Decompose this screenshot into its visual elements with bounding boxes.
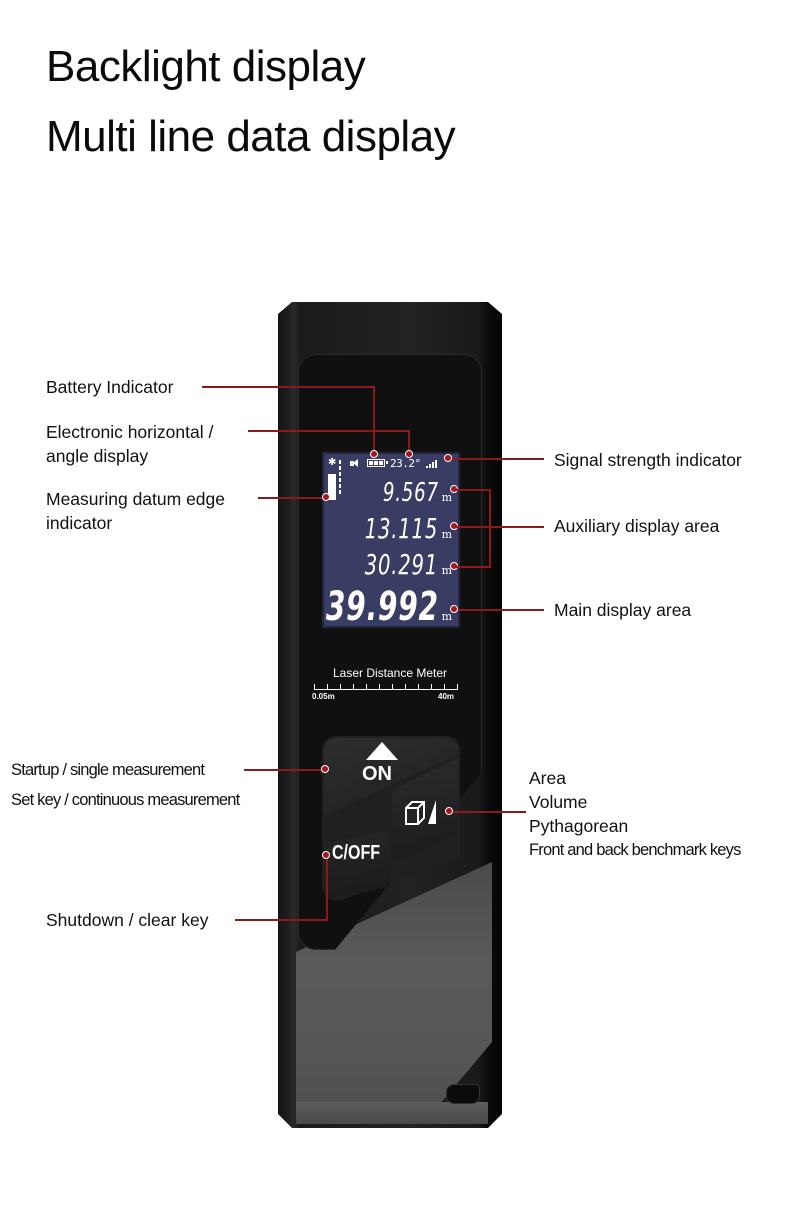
callout-auxiliary: Auxiliary display area (554, 516, 720, 536)
scale-min: 0.05m (312, 692, 335, 701)
on-button-label: ON (362, 763, 392, 785)
callout-battery: Battery Indicator (46, 377, 174, 397)
callout-dot-angle (405, 450, 413, 458)
speaker-icon (350, 458, 362, 468)
callout-benchmark: Front and back benchmark keys (529, 841, 741, 859)
callout-line-func (452, 811, 526, 813)
callout-line-angle (248, 430, 409, 432)
callout-dot-main (450, 605, 458, 613)
scale-max: 40m (438, 692, 455, 701)
callout-bracket-aux (489, 489, 491, 568)
callout-dot-startup (321, 765, 329, 773)
callout-pythagorean: Pythagorean (529, 816, 629, 836)
callout-line-shutdown-v (326, 856, 328, 921)
callout-setkey: Set key / continuous measurement (11, 791, 240, 809)
cube-triangle-icon (405, 800, 436, 825)
datum-edge-icon: ✱ (328, 458, 344, 500)
callout-dot-shutdown (322, 851, 330, 859)
callout-line-signal (448, 458, 544, 460)
status-row: 23.2° (350, 456, 437, 470)
callout-main: Main display area (554, 600, 692, 620)
callout-line-aux-2 (456, 526, 544, 528)
heading-multiline: Multi line data display (46, 112, 456, 161)
callout-line-battery (202, 386, 374, 388)
angle-readout: 23.2° (390, 456, 421, 470)
callout-line-aux-1 (456, 489, 490, 491)
callout-line-angle-v (408, 430, 410, 454)
battery-icon (367, 459, 388, 467)
signal-strength-icon (425, 459, 437, 468)
callout-line-aux-3 (456, 566, 490, 568)
device-bottom-band (296, 1102, 488, 1124)
callout-angle-2: angle display (46, 446, 149, 466)
callout-line-startup (244, 769, 324, 771)
callout-angle-1: Electronic horizontal / (46, 422, 214, 442)
callout-line-battery-v (373, 386, 375, 454)
callout-dot-battery (370, 450, 378, 458)
callout-datum-2: indicator (46, 513, 113, 533)
callout-line-datum (258, 497, 326, 499)
callout-volume: Volume (529, 792, 588, 812)
callout-line-main (456, 609, 544, 611)
callout-dot-func (445, 807, 453, 815)
callout-area: Area (529, 768, 566, 788)
brand-label: Laser Distance Meter (332, 666, 448, 680)
callout-startup: Startup / single measurement (11, 761, 205, 779)
callout-dot-signal (444, 454, 452, 462)
callout-dot-datum (322, 493, 330, 501)
callout-shutdown: Shutdown / clear key (46, 910, 209, 930)
off-button-label: C/OFF (332, 842, 380, 864)
lanyard-slot (446, 1084, 480, 1104)
heading-backlight: Backlight display (46, 42, 366, 91)
triangle-up-icon (366, 742, 398, 760)
callout-datum-1: Measuring datum edge (46, 489, 225, 509)
range-scale (314, 684, 458, 690)
callout-line-shutdown (235, 919, 328, 921)
callout-signal: Signal strength indicator (554, 450, 742, 470)
